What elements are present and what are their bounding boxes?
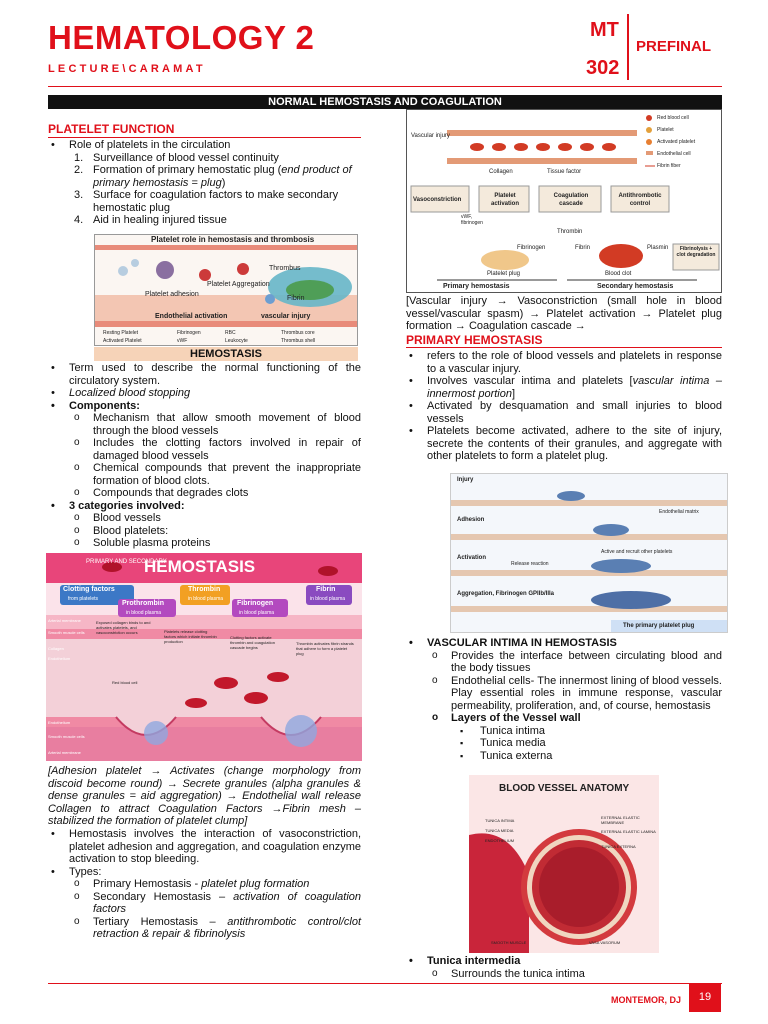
adhesion-caption: [Adhesion platelet → Activates (change m… xyxy=(48,765,361,827)
sub-item: Layers of the Vessel wall xyxy=(406,712,722,725)
hemostasis-heading: HEMOSTASIS xyxy=(94,347,358,361)
course-code-line1: MT xyxy=(590,19,619,41)
sub-item: Mechanism that allow smooth movement of … xyxy=(48,412,361,437)
flow-caption: [Vascular injury → Vasoconstriction (sma… xyxy=(406,295,722,332)
list-item: Activated by desquamation and small inju… xyxy=(406,400,722,425)
sub-item: Compounds that degrades clots xyxy=(48,487,361,500)
list-item: Involves vascular intima and platelets [… xyxy=(406,375,722,400)
list-item: Localized blood stopping xyxy=(48,387,361,400)
sub-item: Provides the interface between circulati… xyxy=(406,650,722,675)
numbered-item: 2.Formation of primary hemostatic plug (… xyxy=(74,164,352,189)
list-item: Role of platelets in the circulation xyxy=(48,139,361,152)
document-title: HEMATOLOGY 2 xyxy=(48,19,315,56)
primary-hemostasis-list: refers to the role of blood vessels and … xyxy=(406,350,722,463)
author-name: MONTEMOR, DJ xyxy=(611,995,682,1005)
sub-item: Soluble plasma proteins xyxy=(48,537,361,550)
sub-item: Blood vessels xyxy=(48,512,361,525)
list-item: Term used to describe the normal functio… xyxy=(48,362,361,387)
platelet-plug-figure: Injury Adhesion Activation Aggregation, … xyxy=(450,473,728,633)
section-rule xyxy=(406,347,722,348)
platelet-role-illustration xyxy=(95,245,357,327)
sub-item: Surrounds the tunica intima xyxy=(406,968,722,981)
sub-item: Primary Hemostasis - platelet plug forma… xyxy=(48,878,361,891)
exam-label: PREFINAL xyxy=(636,38,711,55)
primary-hemostasis-heading: PRIMARY HEMOSTASIS xyxy=(406,333,543,347)
hemostasis-flow-figure: Vascular injury Collagen Tissue factor V… xyxy=(406,109,722,293)
page-number: 19 xyxy=(689,983,721,1012)
list-item: Platelets become activated, adhere to th… xyxy=(406,425,722,463)
sub-sub-item: Tunica externa xyxy=(406,750,722,763)
topic-bar: NORMAL HEMOSTASIS AND COAGULATION xyxy=(48,95,722,109)
list-item: refers to the role of blood vessels and … xyxy=(406,350,722,375)
tunica-intermedia-list: Tunica intermedia Surrounds the tunica i… xyxy=(406,955,722,980)
infographic-illustration xyxy=(46,553,362,761)
hemostasis-list: Term used to describe the normal functio… xyxy=(48,362,361,550)
sub-item: Secondary Hemostasis – activation of coa… xyxy=(48,891,361,916)
course-code-line2: 302 xyxy=(586,57,620,79)
list-item: Types: xyxy=(48,866,361,879)
sub-item: Blood platelets: xyxy=(48,525,361,538)
numbered-item: 3.Surface for coagulation factors to mak… xyxy=(74,189,339,214)
header-divider xyxy=(627,14,629,80)
section-rule xyxy=(48,137,361,138)
sub-sub-item: Tunica intima xyxy=(406,725,722,738)
sub-item: Tertiary Hemostasis – antithrombotic con… xyxy=(48,916,361,941)
list-item: VASCULAR INTIMA IN HEMOSTASIS xyxy=(406,637,722,650)
list-item: Hemostasis involves the interaction of v… xyxy=(48,828,361,866)
platelet-role-figure: Platelet role in hemostasis and thrombos… xyxy=(94,234,358,346)
header-rule xyxy=(48,86,722,87)
lecture-subtitle: LECTURE\CARAMAT xyxy=(48,63,206,75)
list-item: 3 categories involved: xyxy=(48,500,361,513)
sub-item: Endothelial cells- The innermost lining … xyxy=(406,675,722,713)
platelet-function-heading: PLATELET FUNCTION xyxy=(48,122,175,136)
numbered-item: 4.Aid in healing injured tissue xyxy=(74,214,227,226)
platelet-plug-illustration xyxy=(451,491,727,632)
flow-illustration xyxy=(410,115,720,281)
sub-sub-item: Tunica media xyxy=(406,737,722,750)
vessel-anatomy-illustration xyxy=(469,775,659,953)
blood-vessel-anatomy-figure: BLOOD VESSEL ANATOMY EXTERNAL ELASTIC ME… xyxy=(469,775,659,953)
sub-item: Includes the clotting factors involved i… xyxy=(48,437,361,462)
numbered-item: 1.Surveillance of blood vessel continuit… xyxy=(74,151,279,164)
list-item: Tunica intermedia xyxy=(406,955,722,968)
hemostasis-infographic: PRIMARY AND SECONDARY HEMOSTASIS Clottin… xyxy=(46,553,362,761)
vascular-intima-list: VASCULAR INTIMA IN HEMOSTASIS Provides t… xyxy=(406,637,722,762)
sub-item: Chemical compounds that prevent the inap… xyxy=(48,462,361,487)
footer-rule xyxy=(48,983,722,984)
list-item: Components: xyxy=(48,400,361,413)
hemostasis-types-list: Hemostasis involves the interaction of v… xyxy=(48,828,361,941)
platelet-function-list: Role of platelets in the circulation 1.S… xyxy=(48,139,361,227)
